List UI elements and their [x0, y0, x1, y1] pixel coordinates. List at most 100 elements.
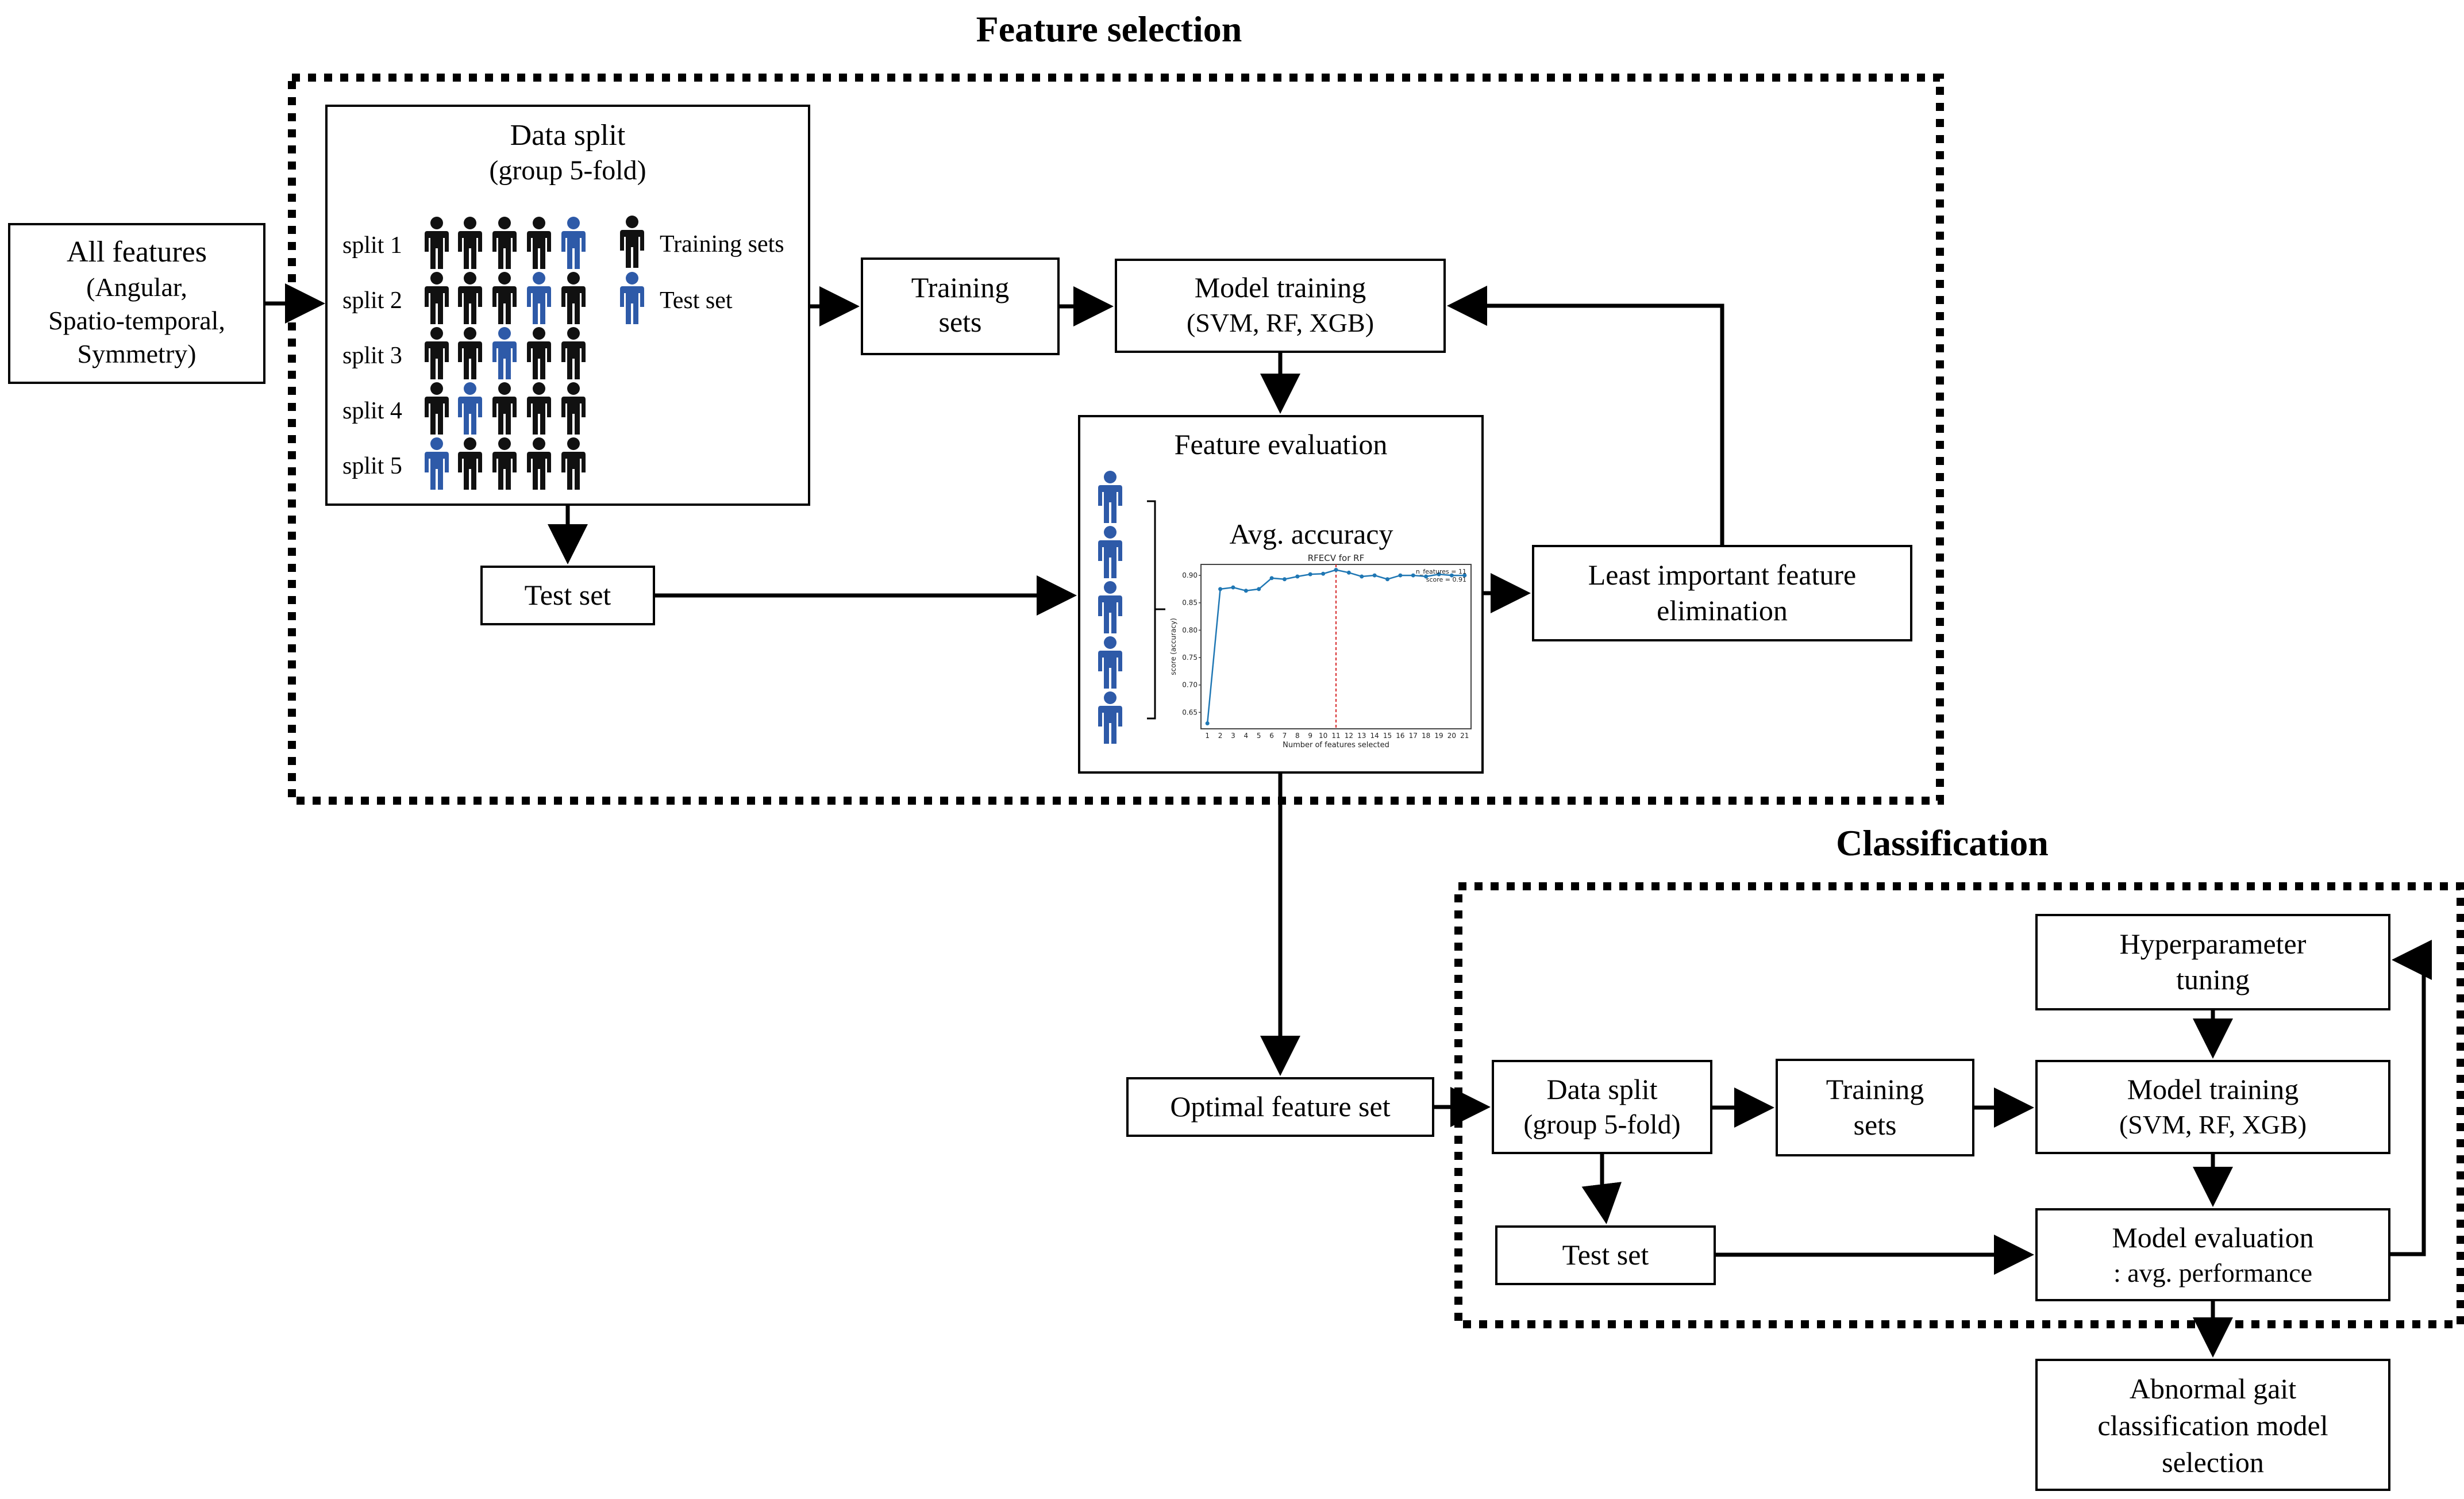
chart-point — [1424, 574, 1429, 579]
chart-xtick-label: 3 — [1231, 732, 1235, 740]
chart-xtick-label: 11 — [1331, 732, 1340, 740]
chart-point — [1346, 570, 1351, 575]
all-features-sub2: Spatio-temporal, — [48, 306, 225, 335]
arrow-cl-split-to-test — [1581, 1153, 1622, 1224]
chart-point — [1437, 572, 1441, 576]
chart-point — [1372, 573, 1377, 578]
split-label: split 2 — [342, 287, 402, 314]
chart-xtick-label: 5 — [1257, 732, 1261, 740]
chart-point — [1449, 573, 1454, 578]
data-split-subtitle: (group 5-fold) — [489, 155, 646, 186]
cl-model-evaluation-label1: Model evaluation — [2112, 1221, 2313, 1254]
chart-point — [1218, 587, 1223, 591]
final-selection-label3: selection — [2162, 1446, 2264, 1478]
classification-title: Classification — [1836, 822, 2049, 863]
chart-legend-entry: n_features = 11 — [1416, 568, 1466, 575]
chart-xtick-label: 9 — [1308, 732, 1312, 740]
evaluation-bracket — [1147, 500, 1165, 720]
chart-xtick-label: 2 — [1218, 732, 1223, 740]
fs-model-training-label2: (SVM, RF, XGB) — [1187, 308, 1374, 337]
chart-point — [1385, 577, 1390, 582]
chart-legend-entry: score = 0.91 — [1426, 576, 1466, 583]
chart-title: RFECV for RF — [1308, 553, 1364, 563]
feature-evaluation-title: Feature evaluation — [1175, 428, 1388, 460]
optimal-feature-set-label: Optimal feature set — [1170, 1090, 1390, 1123]
chart-xtick-label: 21 — [1460, 732, 1469, 740]
split-label: split 1 — [342, 232, 402, 259]
chart-point — [1205, 721, 1210, 725]
chart-ytick-label: 0.70 — [1182, 681, 1198, 689]
fs-training-sets-box: Training sets — [861, 257, 1060, 355]
final-selection-label1: Abnormal gait — [2130, 1373, 2296, 1405]
least-important-label2: elimination — [1657, 594, 1788, 626]
cl-data-split-box: Data split (group 5-fold) — [1492, 1060, 1712, 1154]
final-selection-box: Abnormal gait classification model selec… — [2035, 1359, 2390, 1491]
fs-model-training-label1: Model training — [1195, 271, 1366, 303]
chart-point — [1360, 574, 1364, 579]
chart-xtick-label: 19 — [1434, 732, 1443, 740]
data-split-title: Data split — [510, 119, 626, 152]
chart-point — [1257, 587, 1261, 591]
legend-test-label: Test set — [660, 287, 733, 314]
all-features-sub3: Symmetry) — [78, 339, 197, 368]
chart-ytick-label: 0.90 — [1182, 571, 1198, 579]
feature-evaluation-box: Feature evaluation Avg. accuracy RFECV f… — [1078, 415, 1484, 774]
data-split-box: Data split (group 5-fold) split 1 split 2… — [325, 105, 810, 506]
chart-xtick-label: 6 — [1269, 732, 1274, 740]
cl-model-evaluation-box: Model evaluation : avg. performance — [2035, 1208, 2390, 1301]
chart-xtick-label: 1 — [1205, 732, 1210, 740]
cl-training-sets-box: Training sets — [1776, 1059, 1974, 1156]
chart-point — [1398, 573, 1403, 578]
chart-xtick-label: 14 — [1370, 732, 1379, 740]
cl-hyperparameter-box: Hyperparameter tuning — [2035, 914, 2390, 1010]
cl-test-set-box: Test set — [1495, 1225, 1716, 1285]
all-features-box: All features (Angular, Spatio-temporal, … — [8, 223, 265, 384]
split-label: split 3 — [342, 343, 402, 369]
chart-xtick-label: 12 — [1345, 732, 1353, 740]
chart-point — [1462, 573, 1467, 578]
chart-point — [1295, 574, 1300, 579]
fs-test-set-label: Test set — [525, 579, 611, 611]
arrow-elimination-to-model — [1447, 286, 1724, 546]
least-important-label1: Least important feature — [1588, 559, 1856, 591]
chart-ytick-label: 0.80 — [1182, 626, 1198, 634]
cl-model-training-label2: (SVM, RF, XGB) — [2119, 1110, 2307, 1139]
cl-training-sets-label2: sets — [1854, 1109, 1897, 1141]
final-selection-label2: classification model — [2097, 1409, 2328, 1442]
optimal-feature-set-box: Optimal feature set — [1126, 1077, 1434, 1137]
chart-point — [1308, 572, 1312, 576]
chart-xtick-label: 4 — [1244, 732, 1249, 740]
cl-training-sets-label1: Training — [1826, 1073, 1924, 1105]
chart-xtick-label: 20 — [1447, 732, 1456, 740]
chart-xtick-label: 7 — [1283, 732, 1287, 740]
feature-selection-frame — [288, 74, 1944, 805]
cl-data-split-label2: (group 5-fold) — [1523, 1109, 1680, 1140]
chart-point — [1321, 571, 1326, 576]
chart-point — [1411, 573, 1415, 578]
avg-accuracy-label: Avg. accuracy — [1229, 518, 1393, 550]
fs-model-training-box: Model training (SVM, RF, XGB) — [1115, 259, 1446, 353]
chart-point — [1282, 577, 1287, 582]
chart-ylabel: score (accuracy) — [1169, 618, 1177, 675]
all-features-sub1: (Angular, — [86, 272, 187, 302]
split-label: split 5 — [342, 453, 402, 479]
chart-xtick-label: 13 — [1357, 732, 1366, 740]
chart-xlabel: Number of features selected — [1283, 741, 1389, 750]
fs-training-sets-label2: sets — [939, 306, 982, 338]
legend-training-label: Training sets — [660, 231, 784, 257]
cl-test-set-label: Test set — [1562, 1239, 1649, 1271]
chart-ytick-label: 0.85 — [1182, 599, 1198, 607]
chart-xtick-label: 16 — [1396, 732, 1404, 740]
least-important-box: Least important feature elimination — [1532, 545, 1912, 641]
chart-ytick-label: 0.65 — [1182, 708, 1198, 716]
cl-hyperparameter-label2: tuning — [2176, 963, 2250, 996]
cl-hyperparameter-label1: Hyperparameter — [2120, 928, 2307, 960]
chart-xtick-label: 10 — [1319, 732, 1327, 740]
cl-model-training-label1: Model training — [2127, 1073, 2299, 1105]
chart-point — [1243, 589, 1248, 593]
chart-xtick-label: 18 — [1422, 732, 1430, 740]
chart-point — [1231, 585, 1235, 590]
chart-xtick-label: 8 — [1295, 732, 1300, 740]
